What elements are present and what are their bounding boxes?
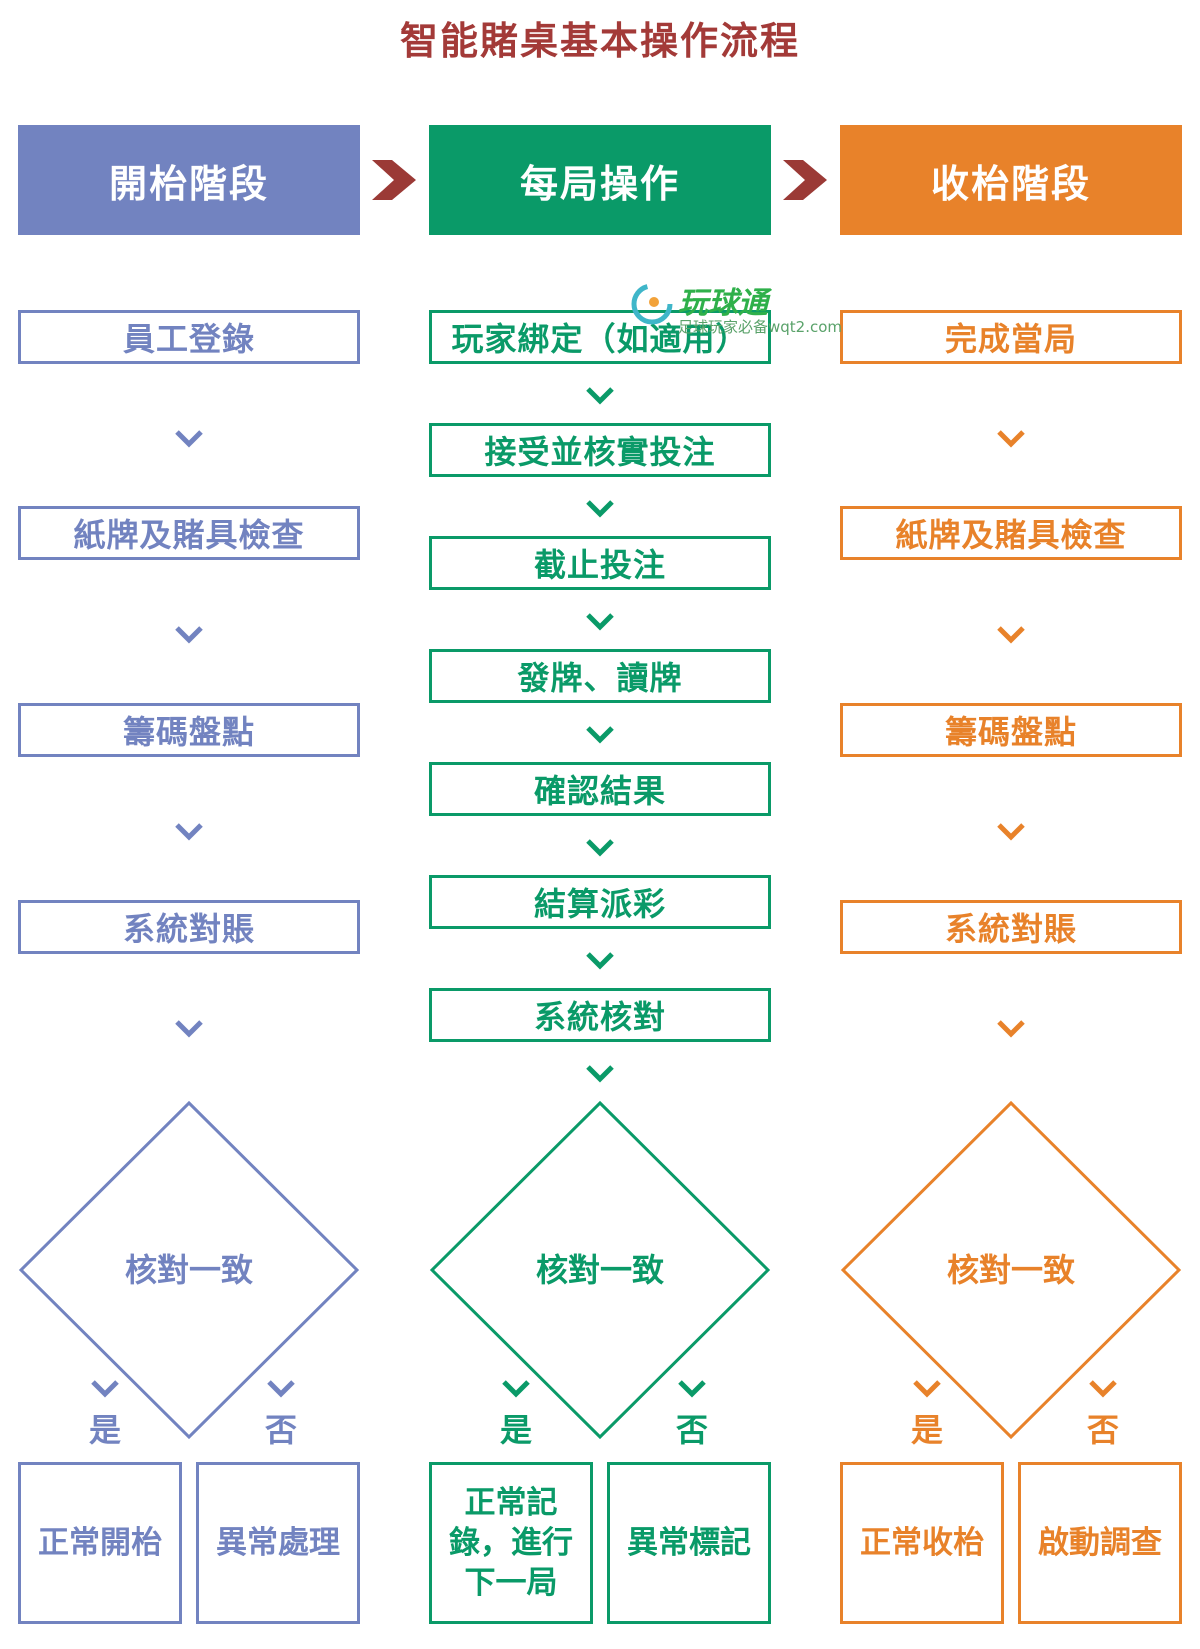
decision-diamond	[429, 1100, 771, 1440]
step-card-equipment-check: 紙牌及賭具檢查	[18, 506, 360, 560]
branch-no-label: 否	[1086, 1411, 1119, 1449]
chevron-down-icon	[586, 726, 614, 744]
decision-diamond	[840, 1100, 1182, 1440]
step-system-reconcile: 系統對賬	[840, 900, 1182, 954]
step-settle-payout: 結算派彩	[429, 875, 771, 929]
column-open-table: 開枱階段 員工登錄 紙牌及賭具檢查 籌碼盤點 系統對賬 核對一致 是 否 正常開…	[18, 0, 360, 1649]
step-system-verify: 系統核對	[429, 988, 771, 1042]
branch-yes-label: 是	[910, 1411, 943, 1449]
chevron-down-icon	[267, 1380, 295, 1398]
step-player-binding: 玩家綁定（如適用）	[429, 310, 771, 364]
step-system-reconcile: 系統對賬	[18, 900, 360, 954]
decision-label: 核對一致	[535, 1251, 664, 1289]
branch-yes-label: 是	[499, 1411, 532, 1449]
outcome-yes: 正常收枱	[840, 1462, 1004, 1624]
outcome-no: 異常標記	[607, 1462, 771, 1624]
step-close-bets: 截止投注	[429, 536, 771, 590]
chevron-down-icon	[997, 430, 1025, 448]
watermark: 玩球通 足球玩家必备wqt2.com	[630, 278, 870, 338]
chevron-down-icon	[175, 823, 203, 841]
chevron-down-icon	[586, 1065, 614, 1083]
outcome-yes: 正常記錄，進行下一局	[429, 1462, 593, 1624]
chevron-down-icon	[586, 613, 614, 631]
step-chip-count: 籌碼盤點	[840, 703, 1182, 757]
outcome-yes: 正常開枱	[18, 1462, 182, 1624]
decision-diamond	[18, 1100, 360, 1440]
chevron-down-icon	[175, 1020, 203, 1038]
arrow-right-icon	[372, 160, 416, 200]
branch-yes-label: 是	[88, 1411, 121, 1449]
step-chip-count: 籌碼盤點	[18, 703, 360, 757]
chevron-down-icon	[175, 626, 203, 644]
step-card-equipment-check: 紙牌及賭具檢查	[840, 506, 1182, 560]
watermark-logo-icon	[631, 283, 673, 325]
step-deal-read-cards: 發牌、讀牌	[429, 649, 771, 703]
chevron-down-icon	[91, 1380, 119, 1398]
chevron-down-icon	[586, 387, 614, 405]
outcome-no: 異常處理	[196, 1462, 360, 1624]
chevron-down-icon	[1089, 1380, 1117, 1398]
branch-no-label: 否	[675, 1411, 708, 1449]
chevron-down-icon	[175, 430, 203, 448]
chevron-down-icon	[997, 823, 1025, 841]
branch-no-label: 否	[264, 1411, 297, 1449]
step-confirm-result: 確認結果	[429, 762, 771, 816]
step-accept-verify-bets: 接受並核實投注	[429, 423, 771, 477]
arrow-right-icon	[783, 160, 827, 200]
chevron-down-icon	[678, 1380, 706, 1398]
chevron-down-icon	[586, 952, 614, 970]
header-open-table: 開枱階段	[18, 125, 360, 235]
watermark-title: 玩球通	[678, 286, 768, 321]
chevron-down-icon	[913, 1380, 941, 1398]
column-close-table: 收枱階段 完成當局 紙牌及賭具檢查 籌碼盤點 系統對賬 核對一致 是 否 正常收…	[840, 0, 1182, 1649]
column-per-round: 每局操作 玩家綁定（如適用） 接受並核實投注 截止投注 發牌、讀牌 確認結果 結…	[429, 0, 771, 1649]
step-finish-round: 完成當局	[840, 310, 1182, 364]
decision-label: 核對一致	[124, 1251, 253, 1289]
chevron-down-icon	[997, 626, 1025, 644]
chevron-down-icon	[586, 839, 614, 857]
header-per-round: 每局操作	[429, 125, 771, 235]
chevron-down-icon	[586, 500, 614, 518]
decision-label: 核對一致	[946, 1251, 1075, 1289]
watermark-subtitle: 足球玩家必备wqt2.com	[678, 318, 843, 336]
outcome-no: 啟動調查	[1018, 1462, 1182, 1624]
chevron-down-icon	[502, 1380, 530, 1398]
header-close-table: 收枱階段	[840, 125, 1182, 235]
chevron-down-icon	[997, 1020, 1025, 1038]
step-staff-login: 員工登錄	[18, 310, 360, 364]
page-title: 智能賭桌基本操作流程	[399, 19, 800, 63]
